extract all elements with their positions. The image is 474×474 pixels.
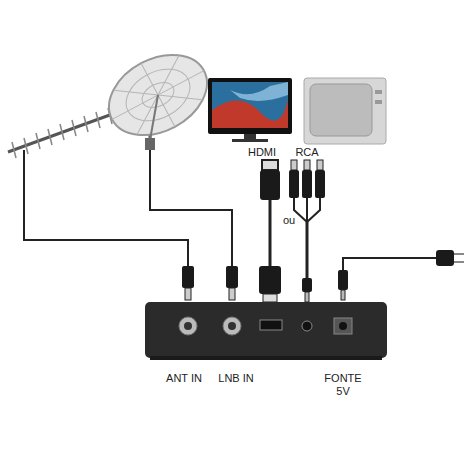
flat-tv [208,78,292,142]
satellite-dish [95,39,221,151]
label: LNB IN [218,372,253,385]
rca-wire [307,198,320,222]
av-cable [306,222,309,280]
lnb-cable [150,150,232,268]
rca-plugs [289,160,325,198]
box-plugs [182,266,348,302]
label: ou [283,214,295,227]
rca-wire [306,198,308,222]
crt-tv [304,78,386,144]
receiver-box [145,302,387,360]
label: RCA [295,146,318,159]
hdmi-cable [269,200,272,268]
label: HDMI [248,146,276,159]
hdmi-plug [260,160,280,200]
wall-plug [436,250,464,266]
label: ANT IN [166,372,202,385]
power-cable [343,258,440,272]
label: FONTE 5V [321,372,365,398]
yagi-antenna [8,108,118,158]
rca-wire [294,198,307,222]
